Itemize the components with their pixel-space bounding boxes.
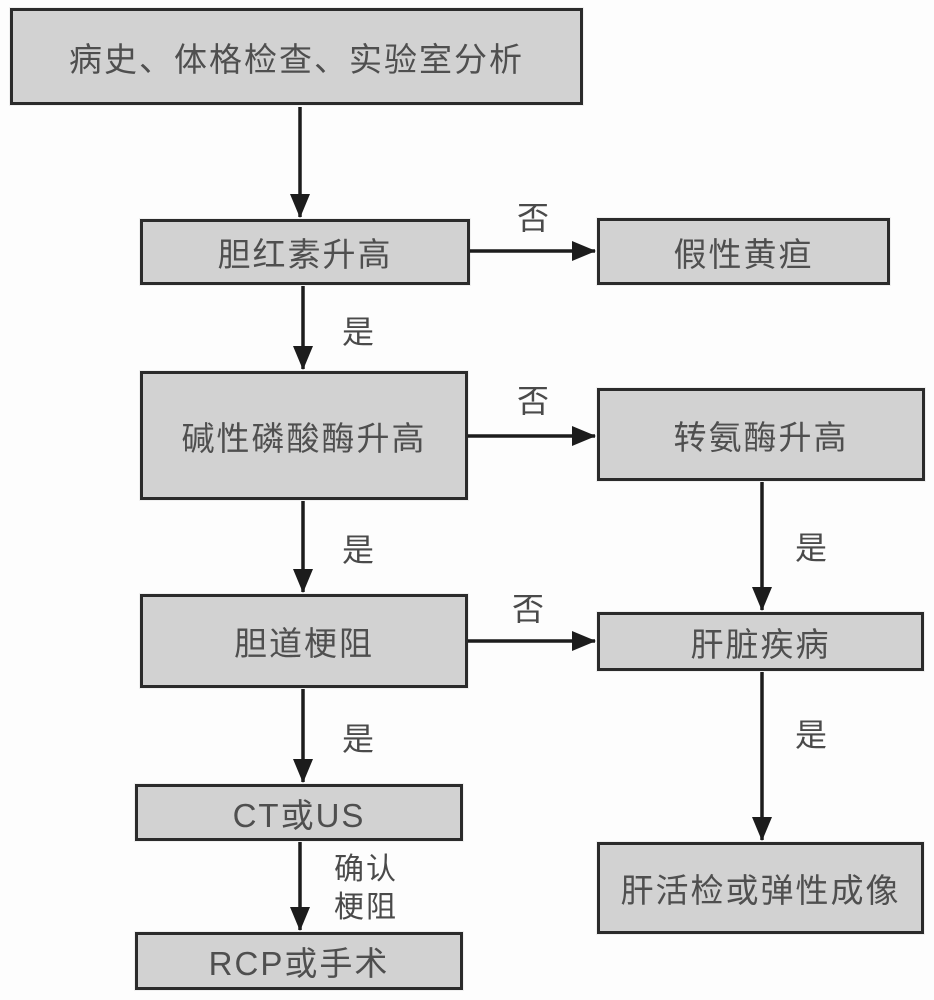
node-ct-or-us: CT或US [135,784,463,841]
node-pseudo-jaundice: 假性黄疸 [597,218,890,285]
edge-label-biliary-yes: 是 [341,721,375,757]
edge-label-bilirubin-yes: 是 [341,314,375,350]
node-rcp-or-surgery: RCP或手术 [135,932,463,990]
edge-label-biliary-no: 否 [511,591,545,627]
edge-label-transaminase-yes: 是 [794,530,828,566]
edge-label-liver-yes: 是 [794,717,828,753]
node-biliary-obstruction: 胆道梗阻 [140,594,468,688]
edge-label-confirm-obstruction: 确认 梗阻 [334,853,398,925]
node-history-exam-lab: 病史、体格检查、实验室分析 [10,8,583,105]
node-transaminase-elevated: 转氨酶升高 [597,388,925,481]
node-liver-biopsy-or-elastography: 肝活检或弹性成像 [597,842,924,934]
edge-label-alp-yes: 是 [341,532,375,568]
edge-label-alp-no: 否 [516,383,550,419]
node-bilirubin-elevated: 胆红素升高 [140,219,470,285]
edge-label-bilirubin-no: 否 [516,200,550,236]
node-liver-disease: 肝脏疾病 [597,612,924,671]
node-alkaline-phosphatase-elevated: 碱性磷酸酶升高 [140,371,468,500]
